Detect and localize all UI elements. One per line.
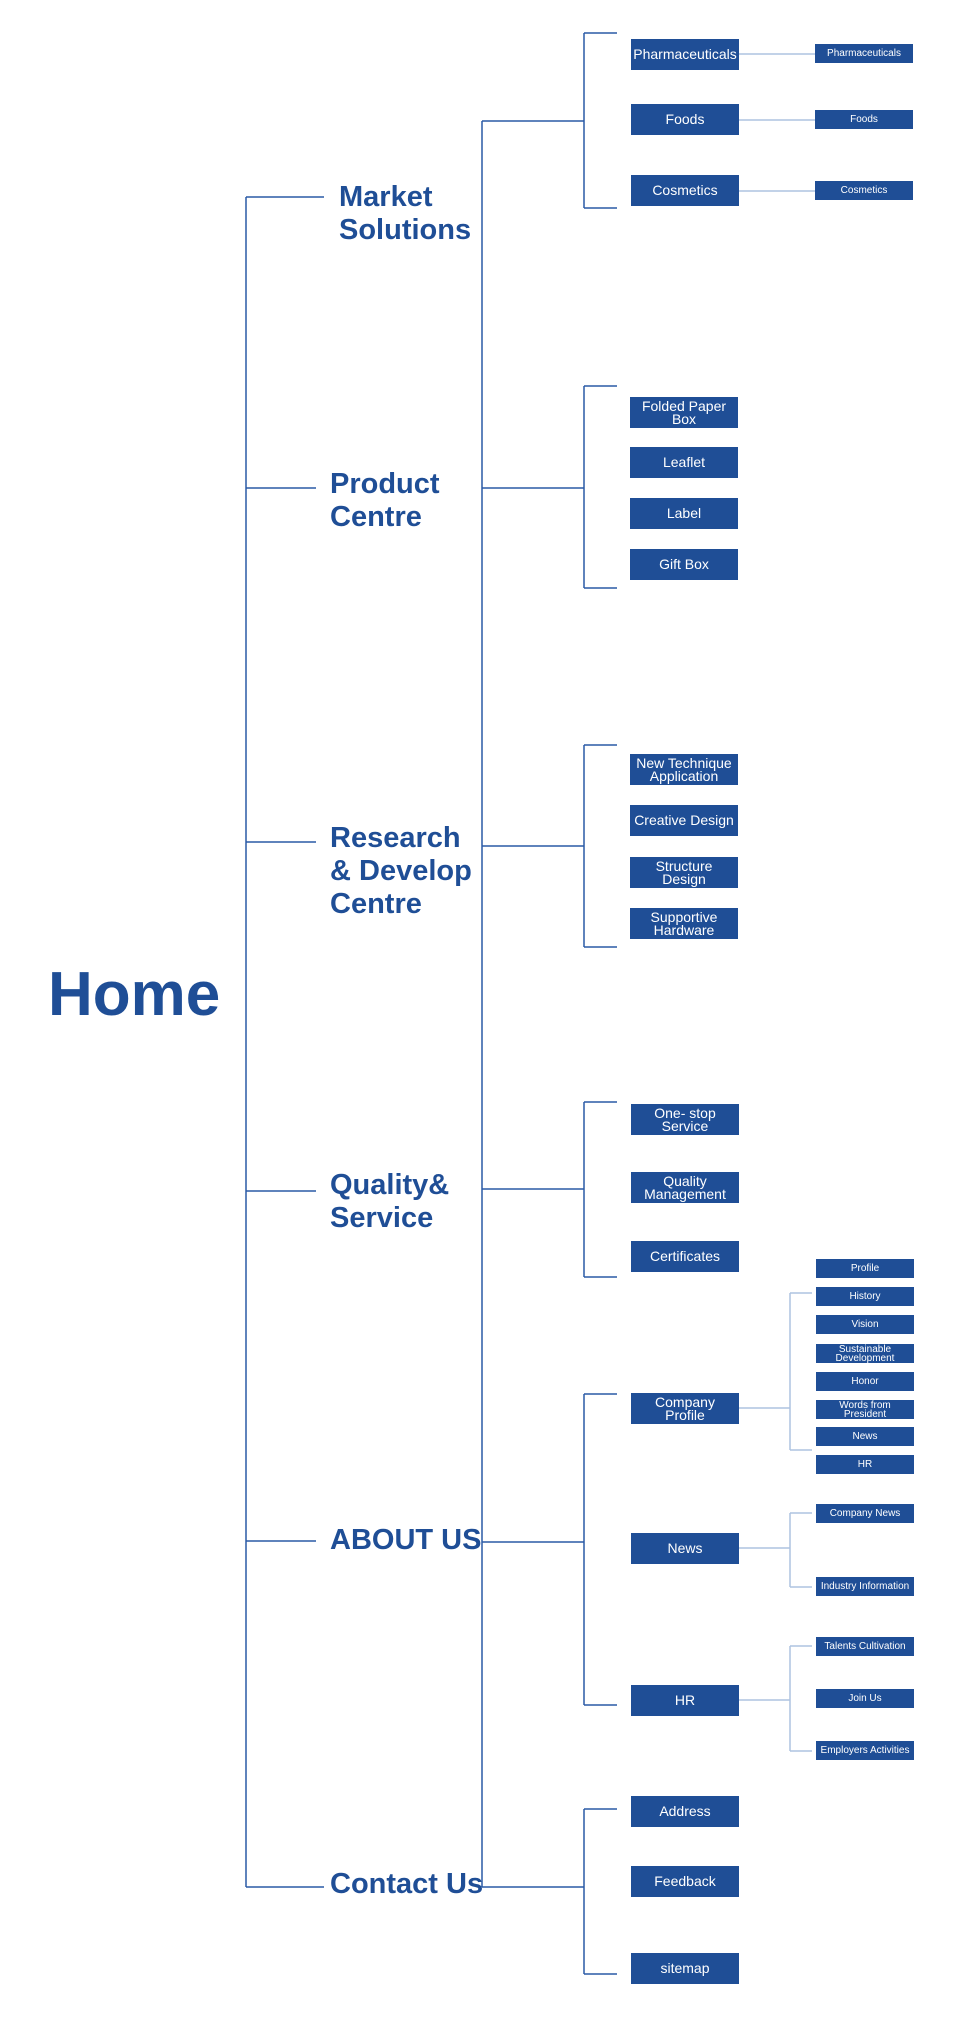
node-gift-box: Gift Box xyxy=(630,549,738,580)
leaf-pharmaceuticals: Pharmaceuticals xyxy=(815,44,913,63)
node-leaflet: Leaflet xyxy=(630,447,738,478)
node-new-technique-application: New Technique Application xyxy=(630,754,738,785)
node-creative-design: Creative Design xyxy=(630,805,738,836)
root-node-home: Home xyxy=(48,960,221,1029)
node-certificates: Certificates xyxy=(631,1241,739,1272)
leaf-industry-information: Industry Information xyxy=(816,1577,914,1596)
leaf-employers-activities: Employers Activities xyxy=(816,1741,914,1760)
leaf-foods: Foods xyxy=(815,110,913,129)
node-sitemap: sitemap xyxy=(631,1953,739,1984)
leaf-news: News xyxy=(816,1427,914,1446)
leaf-words-from-president: Words from President xyxy=(816,1400,914,1419)
leaf-join-us: Join Us xyxy=(816,1689,914,1708)
leaf-hr: HR xyxy=(816,1455,914,1474)
leaf-profile: Profile xyxy=(816,1259,914,1278)
node-hr: HR xyxy=(631,1685,739,1716)
node-supportive-hardware: Supportive Hardware xyxy=(630,908,738,939)
section-contact-us: Contact Us xyxy=(330,1868,484,1900)
leaf-cosmetics: Cosmetics xyxy=(815,181,913,200)
node-foods: Foods xyxy=(631,104,739,135)
leaf-history: History xyxy=(816,1287,914,1306)
section-about-us: ABOUT US xyxy=(330,1524,482,1556)
section-market-solutions: Market Solutions xyxy=(339,181,472,246)
node-structure-design: Structure Design xyxy=(630,857,738,888)
node-news: News xyxy=(631,1533,739,1564)
leaf-vision: Vision xyxy=(816,1315,914,1334)
node-folded-paper-box: Folded Paper Box xyxy=(630,397,738,428)
node-feedback: Feedback xyxy=(631,1866,739,1897)
leaf-company-news: Company News xyxy=(816,1504,914,1523)
node-label: Label xyxy=(630,498,738,529)
node-company-profile: Company Profile xyxy=(631,1393,739,1424)
node-address: Address xyxy=(631,1796,739,1827)
section-research-develop-centre: Research & Develop Centre xyxy=(330,822,472,920)
leaf-talents-cultivation: Talents Cultivation xyxy=(816,1637,914,1656)
node-quality-management: Quality Management xyxy=(631,1172,739,1203)
node-pharmaceuticals: Pharmaceuticals xyxy=(631,39,739,70)
section-quality-service: Quality& Service xyxy=(330,1169,450,1234)
section-product-centre: Product Centre xyxy=(330,468,440,533)
leaf-sustainable-development: Sustainable Development xyxy=(816,1344,914,1363)
leaf-honor: Honor xyxy=(816,1372,914,1391)
node-cosmetics: Cosmetics xyxy=(631,175,739,206)
node-one-stop-service: One- stop Service xyxy=(631,1104,739,1135)
